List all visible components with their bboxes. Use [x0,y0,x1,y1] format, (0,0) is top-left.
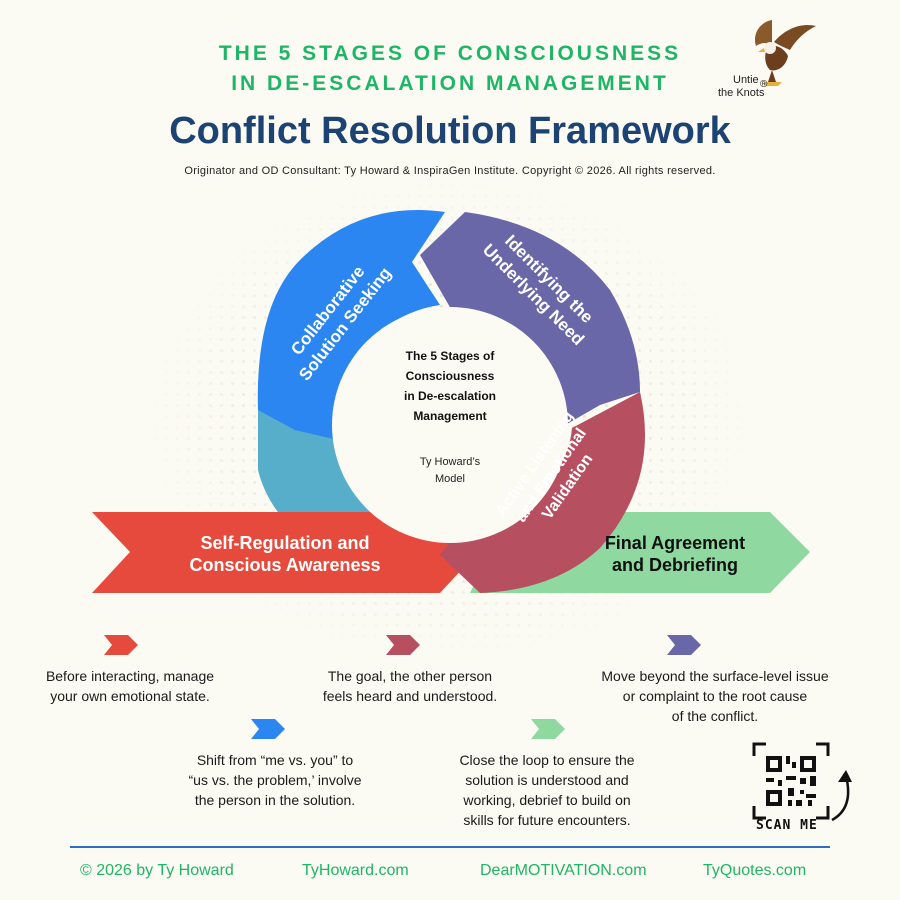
registered-mark: ® [760,79,768,90]
qr-code[interactable] [752,742,830,820]
center-title-line: Consciousness [405,369,495,383]
description-line: Before interacting, manage [45,668,215,684]
center-model-line: Ty Howard’s [419,456,481,468]
center-model-label: Ty Howard’s Model [400,454,500,488]
collaborative-description: Shift from “me vs. you” to “us vs. the p… [160,750,390,810]
active-listening-description: The goal, the other person feels heard a… [300,666,520,706]
footer-link-tyhoward[interactable]: TyHoward.com [302,862,409,879]
final-agreement-label-line: and Debriefing [611,555,738,575]
footer-copyright: © 2026 by Ty Howard [80,862,234,879]
description-line: or complaint to the root cause [622,688,808,704]
description-line: your own emotional state. [50,688,210,704]
page-title: Conflict Resolution Framework [169,110,731,152]
final-agreement-description: Close the loop to ensure the solution is… [432,750,662,830]
description-line: Shift from “me vs. you” to [196,752,354,768]
curved-arrow-icon [831,770,852,822]
center-title-line: The 5 Stages of [405,349,495,363]
final-agreement-label: Final Agreement and Debriefing [580,532,770,576]
identifying-description: Move beyond the surface-level issue or c… [580,666,850,726]
description-line: Close the loop to ensure the [459,752,635,768]
identifying-marker-icon [667,635,701,655]
description-line: of the conflict. [671,708,759,724]
description-line: The goal, the other person [327,668,493,684]
center-model-line: Model [435,473,465,485]
originator-line: Originator and OD Consultant: Ty Howard … [184,165,716,177]
final-agreement-marker-icon [531,719,565,739]
collaborative-arrow [257,210,445,440]
qr-code-icon [752,742,830,820]
self-regulation-chevron [92,512,478,593]
description-line: the person in the solution. [194,792,356,808]
center-title-line: Management [413,409,487,423]
top-title-line-2: IN DE-ESCALATION MANAGEMENT [231,72,669,95]
description-line: solution is understood and [465,772,629,788]
top-title-line-1: THE 5 STAGES OF CONSCIOUSNESS [218,42,682,65]
description-line: “us vs. the problem,’ involve [188,772,362,788]
self-regulation-marker-icon [104,635,138,655]
footer-divider [70,846,830,848]
footer-link-dearmotivation[interactable]: DearMOTIVATION.com [480,862,647,879]
logo [712,12,822,112]
description-line: feels heard and understood. [322,688,498,704]
identifying-arrow [420,212,640,428]
description-line: working, debrief to build on [463,792,631,808]
collaborative-marker-icon [251,719,285,739]
self-regulation-label-line: Conscious Awareness [189,555,381,575]
self-regulation-label: Self-Regulation and Conscious Awareness [150,532,420,576]
center-circle [332,307,568,543]
scan-me-label: SCAN ME [756,818,818,833]
description-line: skills for future encounters. [463,812,631,828]
eagle-icon [754,20,816,86]
self-regulation-description: Before interacting, manage your own emot… [20,666,240,706]
logo-text-untie: Untie [733,74,759,86]
center-title-line: in De-escalation [403,389,497,403]
footer-link-tyquotes[interactable]: TyQuotes.com [703,862,807,879]
center-title: The 5 Stages of Consciousness in De-esca… [390,346,510,426]
description-line: Move beyond the surface-level issue [601,668,829,684]
active-listening-marker-icon [386,635,420,655]
final-agreement-label-line: Final Agreement [604,533,746,553]
logo-text-the-knots: the Knots [718,87,765,99]
self-regulation-label-line: Self-Regulation and [200,533,370,553]
